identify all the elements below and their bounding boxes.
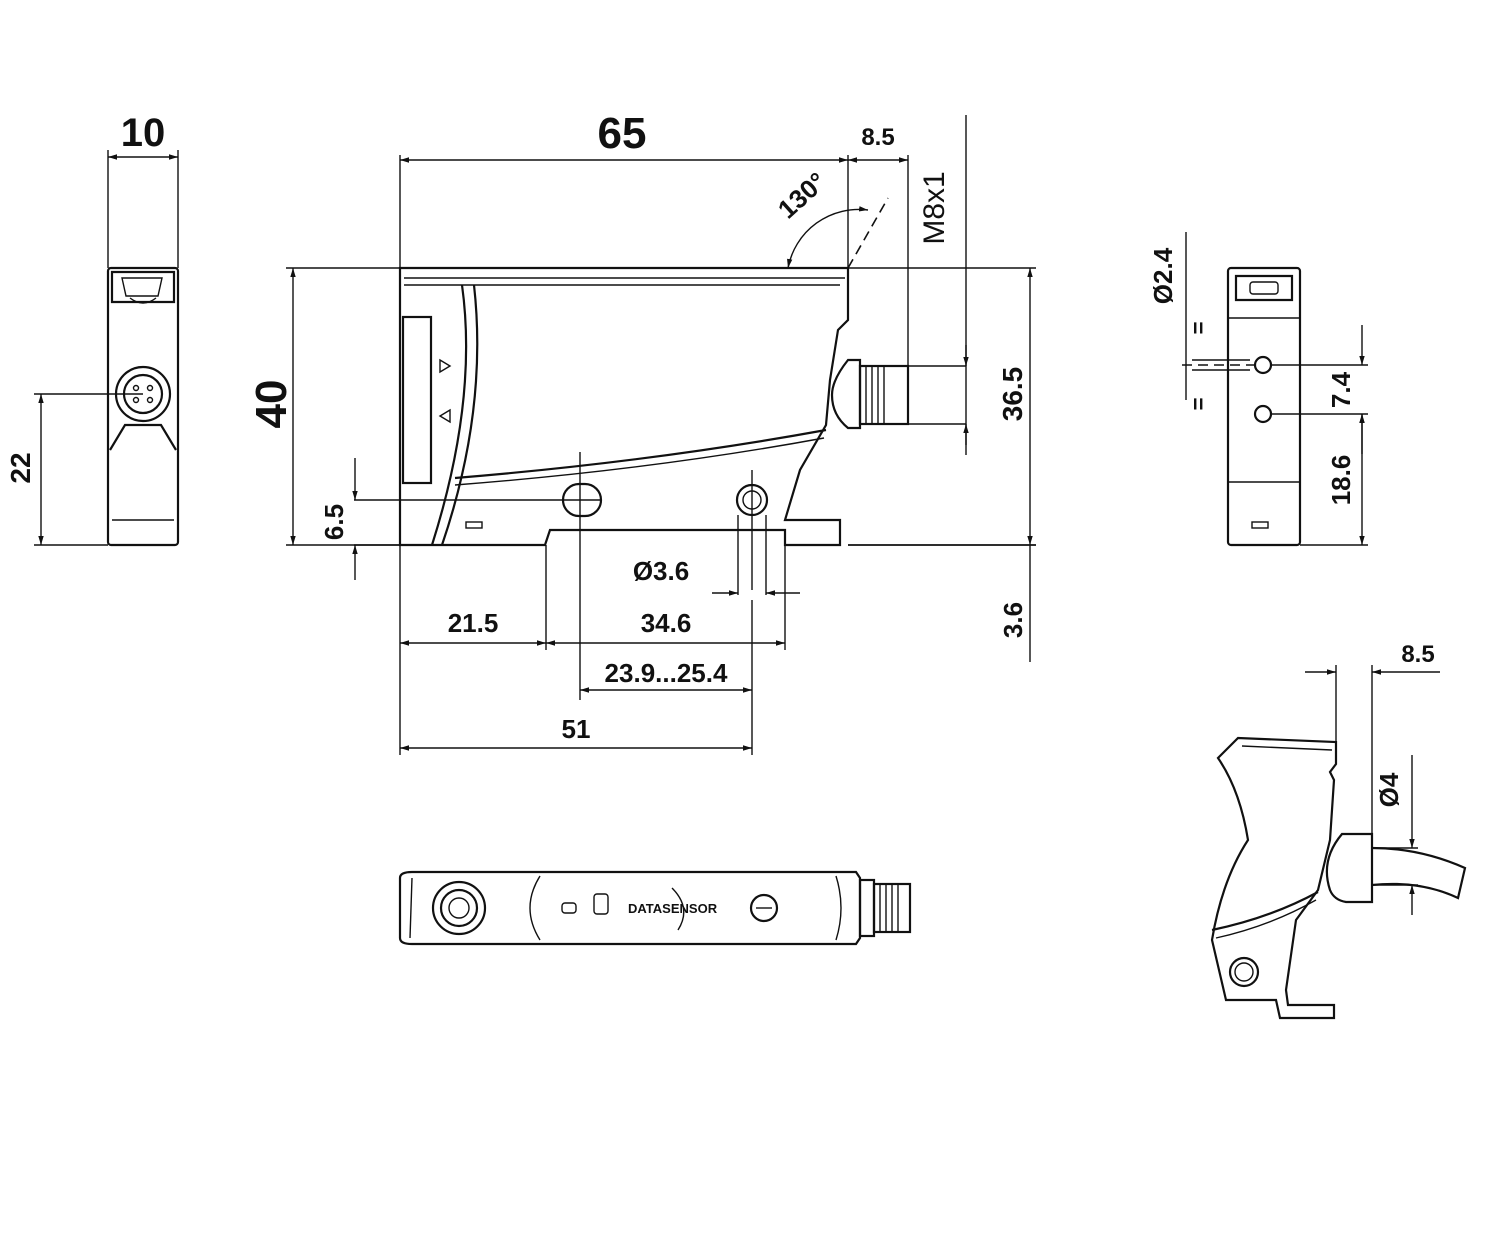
dim-51: 51 [562,714,591,744]
dim-offset-6-5: 6.5 [319,504,349,540]
dim-height-3-6: 3.6 [998,602,1028,638]
dim-cable-4: Ø4 [1374,772,1404,807]
dim-21-5: 21.5 [448,608,499,638]
dim-thread-m8x1: M8x1 [918,171,951,244]
equal-mark-top: = [1186,322,1211,335]
detail-view-cable: 8.5 Ø4 [1210,641,1467,1020]
dim-hole-2-4: Ø2.4 [1148,247,1178,304]
dim-height-22: 22 [5,452,36,483]
dim-length-65: 65 [598,109,647,158]
datasensor-logo: DATASENSOR [628,901,718,916]
equal-mark-bottom: = [1186,398,1211,411]
dim-18-6: 18.6 [1326,455,1356,506]
dim-height-36-5: 36.5 [997,367,1028,422]
front-view-main: 65 8.5 130° M8x1 40 36.5 6.5 3 [247,109,1036,755]
dim-height-40: 40 [247,380,296,429]
dim-width-10: 10 [121,111,166,155]
dim-detail-8-5: 8.5 [1401,641,1434,668]
end-view-right: Ø2.4 = = 7.4 18.6 [1148,232,1368,547]
dim-7-4: 7.4 [1326,371,1356,408]
top-view: DATASENSOR [398,870,912,946]
dim-offset-8-5: 8.5 [861,124,894,151]
side-view-left: 10 22 [5,111,180,547]
dim-34-6: 34.6 [641,608,692,638]
dim-range: 23.9...25.4 [605,658,728,688]
dim-angle-130: 130° [772,166,832,224]
dim-hole-3-6: Ø3.6 [633,556,689,586]
